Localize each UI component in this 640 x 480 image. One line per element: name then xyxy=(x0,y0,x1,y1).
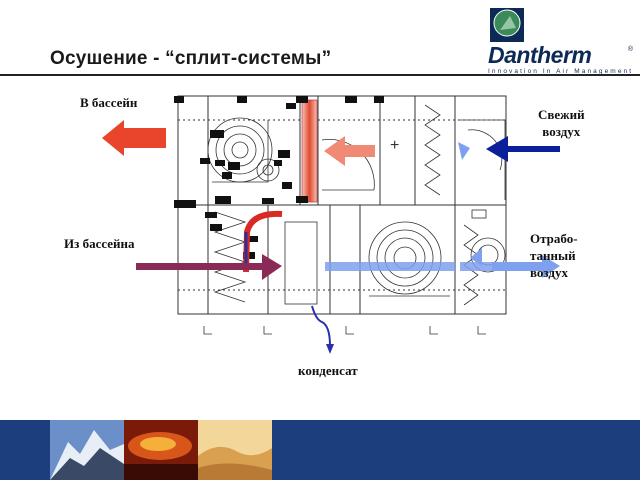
dantherm-logo: Dantherm ® Innovation In Air Management xyxy=(488,8,634,75)
exhaust-air-arrow xyxy=(492,255,560,278)
fresh-air-arrow xyxy=(486,136,560,162)
supply-air-arrow xyxy=(102,120,166,156)
dantherm-logo-icon xyxy=(490,8,524,42)
label-fresh-air-line2: воздух xyxy=(542,124,581,139)
fan-icon xyxy=(207,117,273,183)
slide-title: Осушение - “сплит-системы” xyxy=(50,48,332,69)
footer-band xyxy=(0,420,640,480)
label-to-pool: В бассейн xyxy=(80,95,138,110)
label-from-pool: Из бассейна xyxy=(64,236,135,251)
fan-icon xyxy=(256,158,280,182)
desert-photo xyxy=(198,420,272,480)
logo-tagline: Innovation In Air Management xyxy=(488,68,634,75)
svg-text:+: + xyxy=(390,137,399,154)
label-exhaust-air-line2: танный xyxy=(530,248,576,263)
title-underline xyxy=(0,74,640,76)
label-fresh-air: Свежий воздух xyxy=(538,106,585,140)
label-exhaust-air: Отрабо- танный воздух xyxy=(530,230,578,281)
internal-supply-arrow xyxy=(324,136,375,166)
return-air-arrow xyxy=(136,254,282,280)
exhaust-flow-band xyxy=(325,262,455,271)
condensate-drain xyxy=(311,305,331,347)
logo-trademark: ® xyxy=(627,46,633,53)
label-condensate: конденсат xyxy=(298,363,358,378)
exhaust-flow-marker xyxy=(470,248,482,266)
split-system-diagram: + xyxy=(102,95,560,354)
fan-icon xyxy=(368,221,450,297)
unit-frame xyxy=(177,95,507,315)
label-exhaust-air-line1: Отрабо- xyxy=(530,231,578,246)
heat-pipe xyxy=(243,210,283,273)
label-exhaust-air-line3: воздух xyxy=(530,265,568,280)
fresh-air-inlet-marker xyxy=(458,142,470,160)
label-fresh-air-line1: Свежий xyxy=(538,107,585,122)
logo-wordmark: Dantherm xyxy=(488,42,592,68)
lava-photo xyxy=(124,420,198,480)
mountain-photo xyxy=(50,420,124,480)
heater-coil-icon xyxy=(301,99,318,203)
